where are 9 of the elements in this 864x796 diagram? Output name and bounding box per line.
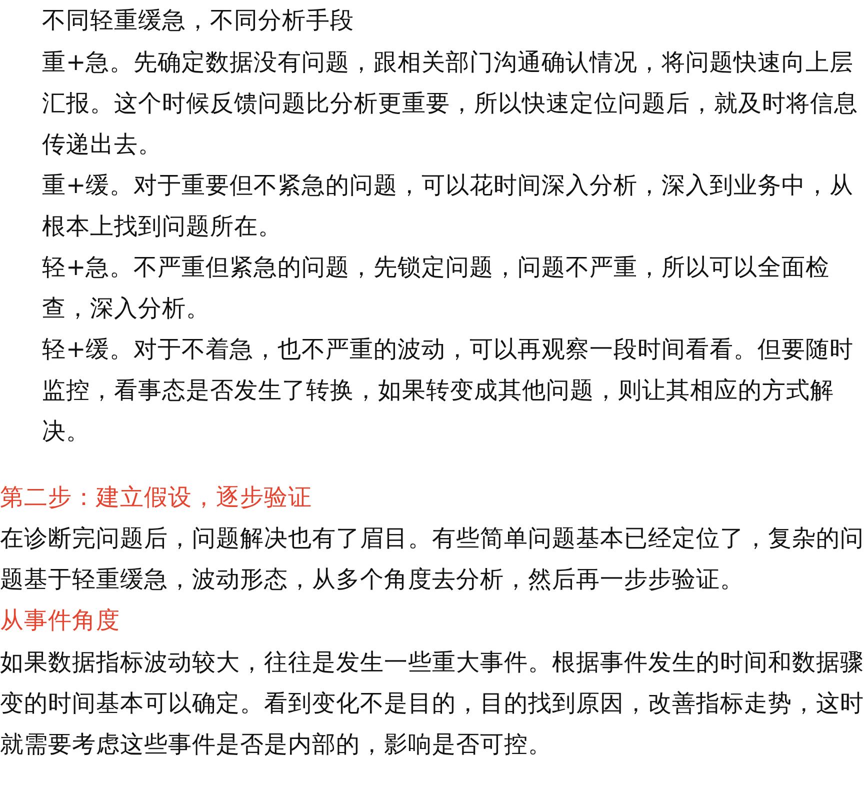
section-heading: 第二步：建立假设，逐步验证 <box>0 482 313 513</box>
paragraph: 在诊断完问题后，问题解决也有了眉目。有些简单问题基本已经定位了，复杂的问题基于轻重缓急，波动形态，从多个角度去分析，然后再一步步验证。 <box>0 523 864 595</box>
paragraph: 重+缓。对于重要但不紧急的问题，可以花时间深入分析，深入到业务中，从根本上找到问题所在。 <box>42 170 855 242</box>
paragraph: 如果数据指标波动较大，往往是发生一些重大事件。根据事件发生的时间和数据骤变的时间基本可以确定。看到变化不是目的，目的找到原因，改善指标走势，这时就需要考虑这些事件是否是内部的，影响是否可控。 <box>0 647 864 760</box>
section-heading: 从事件角度 <box>0 605 121 636</box>
paragraph: 轻+急。不严重但紧急的问题，先锁定问题，问题不严重，所以可以全面检查，深入分析。 <box>42 252 831 324</box>
paragraph: 轻+缓。对于不着急，也不严重的波动，可以再观察一段时间看看。但要随时监控，看事态是否发生了转换，如果转变成其他问题，则让其相应的方式解决。 <box>42 334 855 447</box>
subheading: 不同轻重缓急，不同分析手段 <box>42 5 355 36</box>
paragraph: 重+急。先确定数据没有问题，跟相关部门沟通确认情况，将问题快速向上层汇报。这个时候反馈问题比分析更重要，所以快速定位问题后，就及时将信息传递出去。 <box>42 47 859 160</box>
